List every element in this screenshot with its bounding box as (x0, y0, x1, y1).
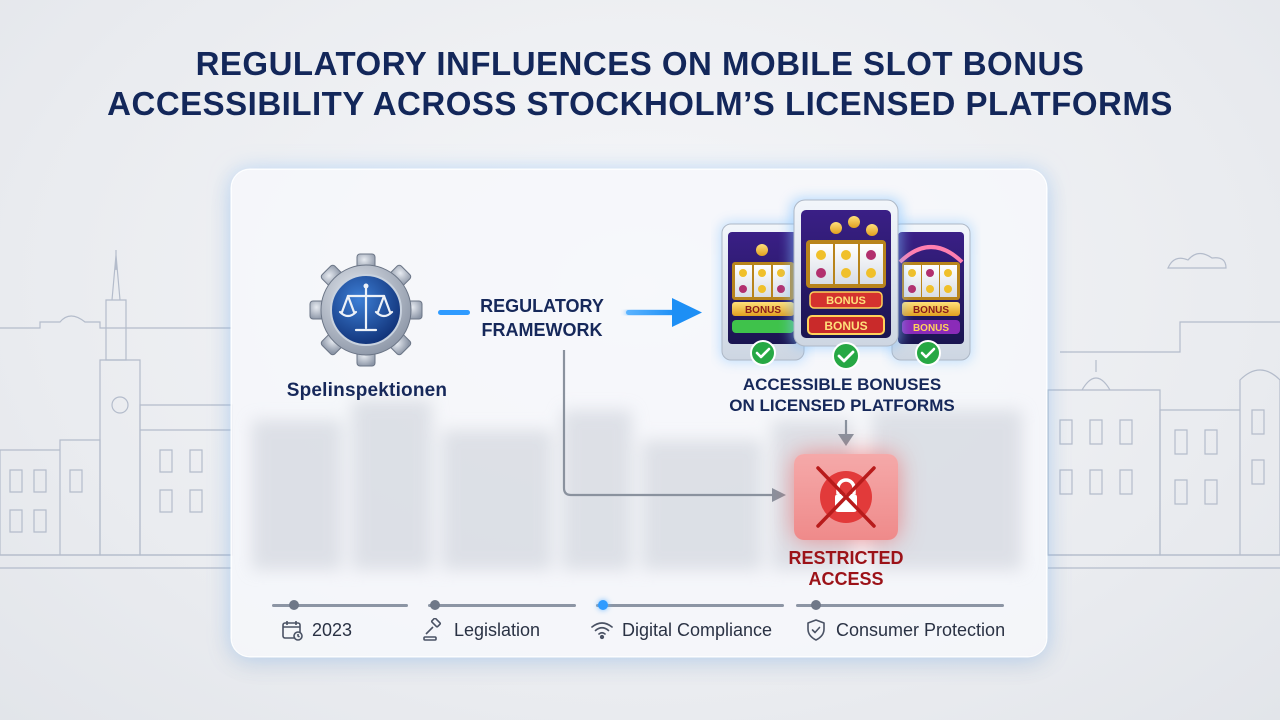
title-line-1: REGULATORY INFLUENCES ON MOBILE SLOT BON… (195, 45, 1085, 82)
timeline-segment-1 (272, 604, 408, 607)
framework-label-line-1: REGULATORY (480, 296, 604, 316)
timeline-dot-3 (598, 600, 608, 610)
restricted-label-line-2: ACCESS (808, 569, 884, 589)
phone-left-check-icon (750, 340, 776, 366)
blurred-city-background (252, 400, 1022, 570)
timeline-item-2023: 2023 (280, 618, 352, 642)
phone-left (720, 222, 806, 362)
authority-name: Spelinspektionen (286, 380, 448, 401)
phone-right-bonus-text: BONUS (913, 305, 949, 316)
timeline-item-legislation: Legislation (422, 618, 540, 642)
timeline-item-consumer-protection: Consumer Protection (804, 618, 1005, 642)
phone-center-bonus-badge (809, 291, 883, 309)
slot-phones: BONUS BONUS BONUS BONUS BONUS (720, 198, 972, 370)
framework-label: REGULATORY FRAMEWORK (472, 294, 612, 342)
timeline-label-2023: 2023 (312, 619, 353, 640)
accessible-label-line-2: ON LICENSED PLATFORMS (729, 396, 955, 415)
restricted-access-box (794, 454, 898, 540)
phone-center (790, 198, 902, 348)
timeline-label-consumer-protection: Consumer Protection (836, 619, 1006, 640)
phone-right-bonus-badge (902, 302, 960, 316)
scales-gear-icon (309, 253, 423, 367)
lock-crossed-icon (816, 466, 876, 528)
accessible-label-line-1: ACCESSIBLE BONUSES (742, 375, 942, 394)
phone-right-bonus-text-2: BONUS (913, 323, 949, 334)
phone-right (890, 222, 972, 362)
timeline-label-digital-compliance: Digital Compliance (622, 619, 773, 640)
timeline-dot-4 (811, 600, 821, 610)
diagram-card: Spelinspektionen REGULATORY FRAMEWORK (232, 170, 1046, 656)
calendar-icon (282, 621, 303, 641)
timeline-segment-2 (428, 604, 576, 607)
timeline-segment-4 (796, 604, 1004, 607)
page-title: REGULATORY INFLUENCES ON MOBILE SLOT BON… (0, 44, 1280, 124)
phone-left-bonus-text: BONUS (745, 305, 781, 316)
timeline-dot-1 (289, 600, 299, 610)
flow-connectors (438, 298, 854, 502)
shield-check-icon (807, 619, 825, 641)
gavel-icon (423, 618, 441, 641)
phone-center-check-icon (832, 342, 860, 370)
phone-left-bonus-badge (732, 302, 794, 316)
restricted-label-line-1: RESTRICTED (788, 548, 904, 568)
framework-arrow (438, 298, 702, 327)
timeline-dot-2 (430, 600, 440, 610)
timeline-segment-3 (596, 604, 784, 607)
phone-center-bonus-text: BONUS (826, 295, 866, 307)
arrowhead-to-restricted (772, 488, 786, 502)
connector-to-restricted (562, 350, 774, 497)
title-line-2: ACCESSIBILITY ACROSS STOCKHOLM’S LICENSE… (107, 85, 1173, 122)
timeline-label-legislation: Legislation (454, 619, 541, 640)
restricted-access-label: RESTRICTED ACCESS (752, 548, 940, 590)
phone-center-bonus-text-2: BONUS (824, 319, 867, 333)
phone-center-bonus-button (807, 315, 885, 335)
connector-accessible-to-restricted (838, 420, 854, 446)
timeline-item-digital-compliance: Digital Compliance (590, 618, 772, 642)
phone-right-check-icon (915, 340, 941, 366)
accessible-bonuses-label: ACCESSIBLE BONUSES ON LICENSED PLATFORMS (692, 374, 992, 416)
framework-label-line-2: FRAMEWORK (481, 320, 603, 340)
wifi-icon (591, 622, 613, 640)
